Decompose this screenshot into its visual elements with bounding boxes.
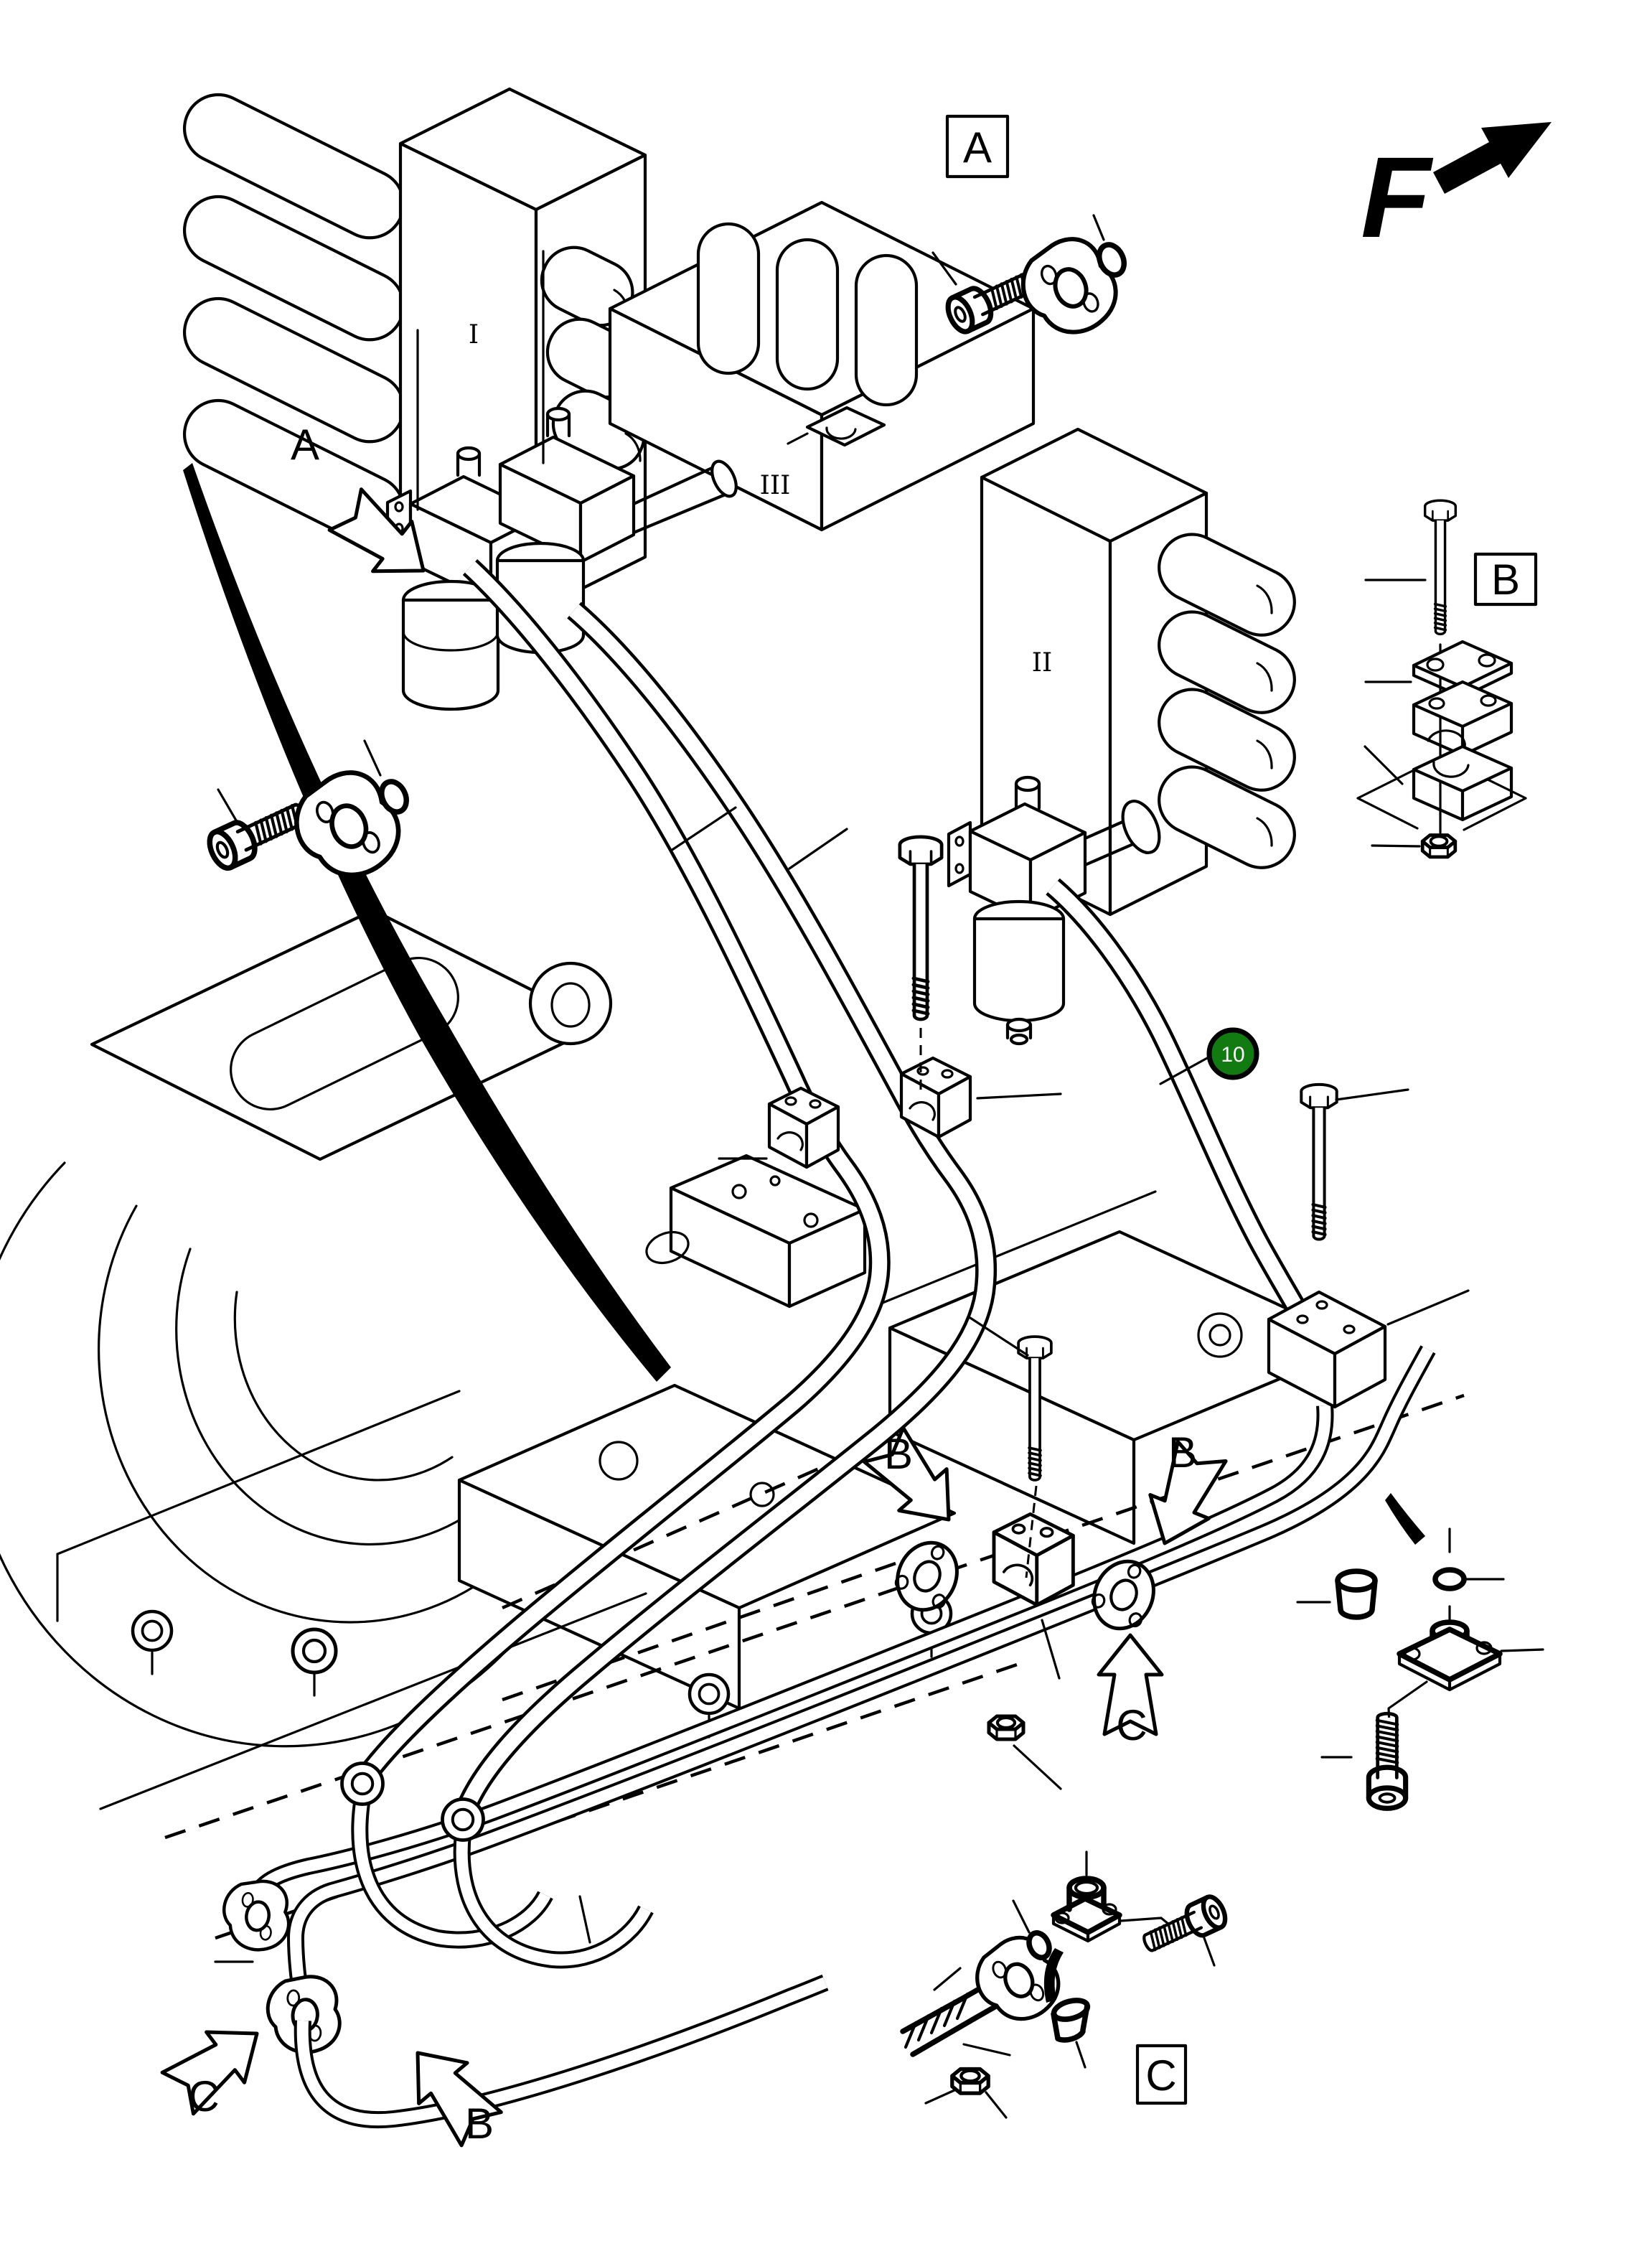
steel-tube-pair <box>219 1345 1436 2055</box>
mounting-bolt-long <box>900 837 942 1019</box>
front-letter: F <box>1361 133 1434 261</box>
view-arrow-c-mid-label: C <box>1116 1701 1147 1749</box>
valve2-port-cylinder <box>1158 533 1296 637</box>
view-arrow-a-label: A <box>291 421 319 469</box>
valve2-filter-flange <box>1121 800 1161 854</box>
eye-bolt <box>690 1675 728 1713</box>
valve2-port-cylinder <box>1158 688 1296 792</box>
hose-eye-fitting <box>342 1764 383 1805</box>
port-flange <box>1397 1619 1544 1692</box>
valve3-spool <box>775 238 840 391</box>
part-balloon-10: 10 <box>1159 1027 1259 1085</box>
valve1-numeral: I <box>469 320 479 350</box>
detail-box-a <box>945 114 1010 179</box>
mount-plate <box>90 908 604 1161</box>
pipe-flange <box>710 459 738 498</box>
clamp-half-upper <box>1412 680 1513 729</box>
mounting-bolt-long <box>1300 1082 1338 1241</box>
valve2-port-cylinder <box>1158 610 1296 714</box>
port-flange <box>1051 1850 1122 1943</box>
valve2-port-cylinder <box>1158 765 1296 869</box>
o-ring <box>1026 1930 1052 1960</box>
pointer-swoosh-c <box>1043 1948 1064 2003</box>
view-arrow-c-bottom-left-label: C <box>188 2072 219 2120</box>
port-plug <box>1296 1568 1378 1620</box>
tube-end-flange <box>219 1876 294 1954</box>
detail-box-b <box>1473 552 1538 607</box>
valve3-flange-plate <box>805 406 886 447</box>
socket-bolt-icon <box>205 795 311 872</box>
valve3-spool <box>854 253 919 407</box>
tube-flange-clamp-left <box>887 1533 967 1619</box>
balloon-number: 10 <box>1221 1043 1244 1067</box>
detail-view-boxes: A B C <box>945 114 1538 2105</box>
clamp-nut <box>989 1716 1023 1739</box>
hose-eye-fitting <box>443 1800 484 1840</box>
o-ring <box>1097 242 1127 278</box>
elbow-block <box>1267 1290 1387 1409</box>
filter-canister <box>401 598 500 711</box>
detail-right-port-fittings <box>1296 1527 1544 1808</box>
hex-nut <box>952 2069 988 2094</box>
pointer-swoosh-right <box>1385 1493 1425 1545</box>
port-plug <box>1051 1998 1091 2069</box>
line-filter-right <box>947 775 1161 1046</box>
detail-b-exploded-clamp <box>1356 499 1527 857</box>
valve-block-2: II <box>980 427 1296 917</box>
o-ring <box>1432 1567 1467 1591</box>
balloon-circle <box>1206 1027 1259 1080</box>
valve3-spool <box>696 222 761 375</box>
valve-block-3: III <box>608 200 1036 532</box>
detail-box-b-label: B <box>1491 556 1520 604</box>
view-arrow-b-bottom-left-label: B <box>465 2100 494 2148</box>
socket-bolt-icon <box>1369 1713 1405 1808</box>
socket-bolt-icon <box>1139 1894 1229 1960</box>
view-arrow-b-mid-left-label: B <box>884 1430 913 1478</box>
clamp-bolt <box>1423 499 1458 636</box>
leader-lines <box>214 250 1470 1963</box>
hydraulic-hoses <box>294 558 1333 2129</box>
detail-a-top <box>931 214 1129 346</box>
detail-box-c-label: C <box>1145 2051 1176 2100</box>
detail-box-a-label: A <box>963 123 992 172</box>
o-ring <box>379 779 409 815</box>
front-direction-indicator: F <box>1361 122 1552 261</box>
clamp-nut <box>1422 835 1455 856</box>
eye-bolt <box>133 1611 172 1650</box>
filter-canister <box>972 917 1066 1023</box>
eye-bolt <box>293 1629 336 1672</box>
bolt-boss <box>528 961 613 1046</box>
detail-a-left <box>205 739 411 890</box>
hose-clamp-block-left <box>769 1088 838 1167</box>
detail-c-hose-fittings <box>900 1850 1229 2119</box>
valve2-numeral: II <box>1032 648 1052 678</box>
line-filter-left-2 <box>495 406 738 655</box>
front-arrow-icon <box>1433 122 1552 194</box>
detail-box-c <box>1135 2044 1188 2105</box>
valve3-numeral: III <box>760 471 791 500</box>
view-arrow-b-mid-right-label: B <box>1168 1428 1197 1477</box>
tube-clamp-center <box>994 1514 1073 1605</box>
view-arrows: A B B C C B <box>159 421 1231 2149</box>
